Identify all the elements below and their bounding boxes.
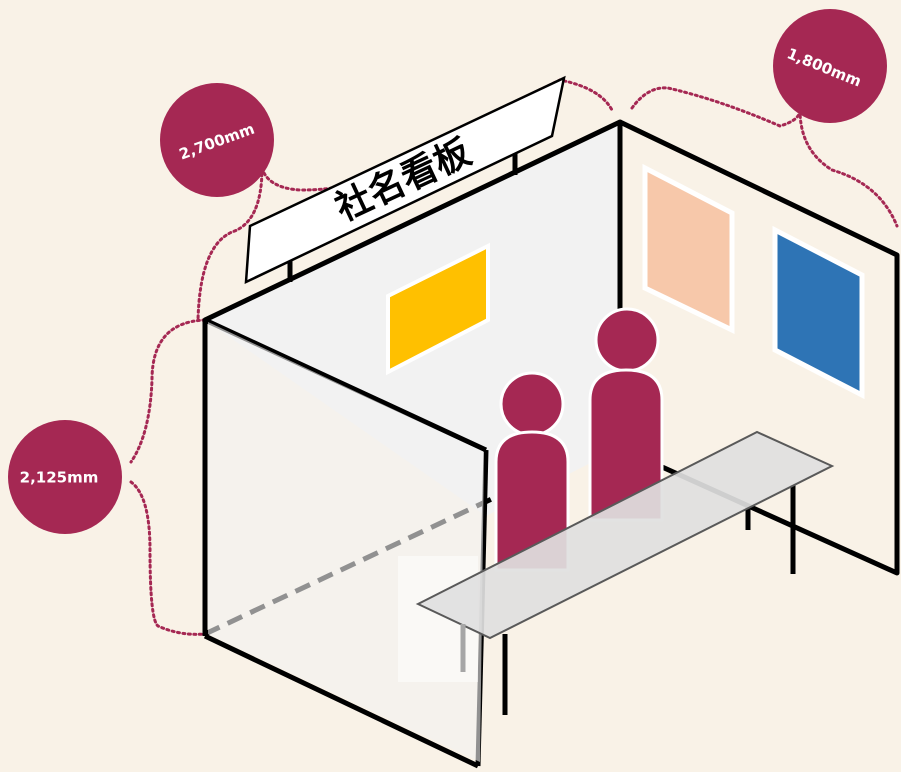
frame-floor-front [203,633,480,769]
panel-peach [642,163,735,334]
width-label: 2,125mm [20,469,99,487]
person-body [494,430,570,572]
frame-right [618,119,900,576]
height-badge-circle [160,83,274,197]
person-body [588,368,664,522]
frame-front-top [203,317,488,453]
width-badge-circle [8,420,122,534]
table-top [415,430,835,640]
person-icon [594,307,660,373]
width-leader [129,318,207,464]
height-badge: 2,700mm [160,83,274,197]
depth-leader-down [798,108,899,228]
panel-blue [772,225,865,400]
frame-top-left [202,119,623,636]
table [398,430,835,715]
depth-leader [630,86,802,128]
width-badge: 2,125mm [8,420,122,534]
person-icon [499,371,565,437]
sign-board [244,75,566,285]
height-leader-down [196,166,264,322]
person-right [588,307,664,522]
width-leader-down [129,480,207,636]
panel-yellow [386,242,490,376]
depth-badge-circle [773,9,887,123]
person-left [494,371,570,572]
depth-badge: 1,800mm [773,9,887,123]
